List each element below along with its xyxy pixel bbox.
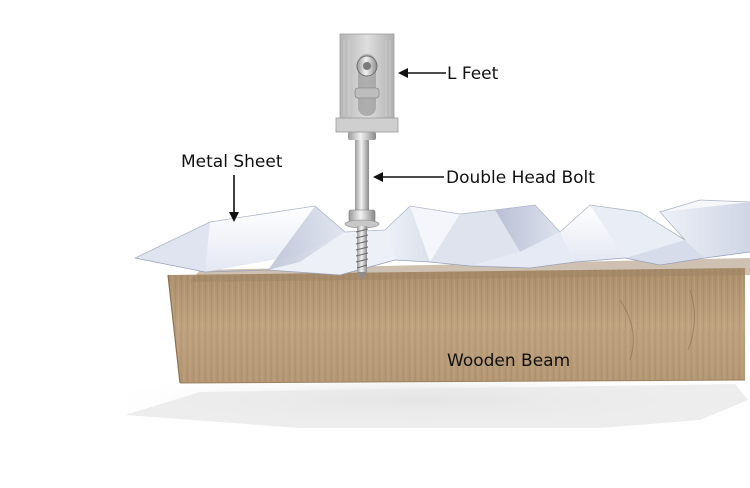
l-feet-label: L Feet	[447, 64, 499, 84]
metal-sheet	[134, 199, 750, 282]
l-feet-bracket	[335, 33, 399, 133]
metal-sheet-label: Metal Sheet	[181, 152, 283, 172]
l-feet-arrow	[398, 68, 446, 78]
ground-shadow	[90, 370, 750, 430]
wooden-beam-label: Wooden Beam	[447, 351, 571, 371]
wooden-beam	[167, 268, 746, 384]
double-head-bolt-arrow	[373, 172, 444, 182]
double-head-bolt	[344, 132, 380, 280]
metal-sheet-arrow	[229, 175, 239, 222]
double-head-bolt-label: Double Head Bolt	[446, 168, 595, 188]
